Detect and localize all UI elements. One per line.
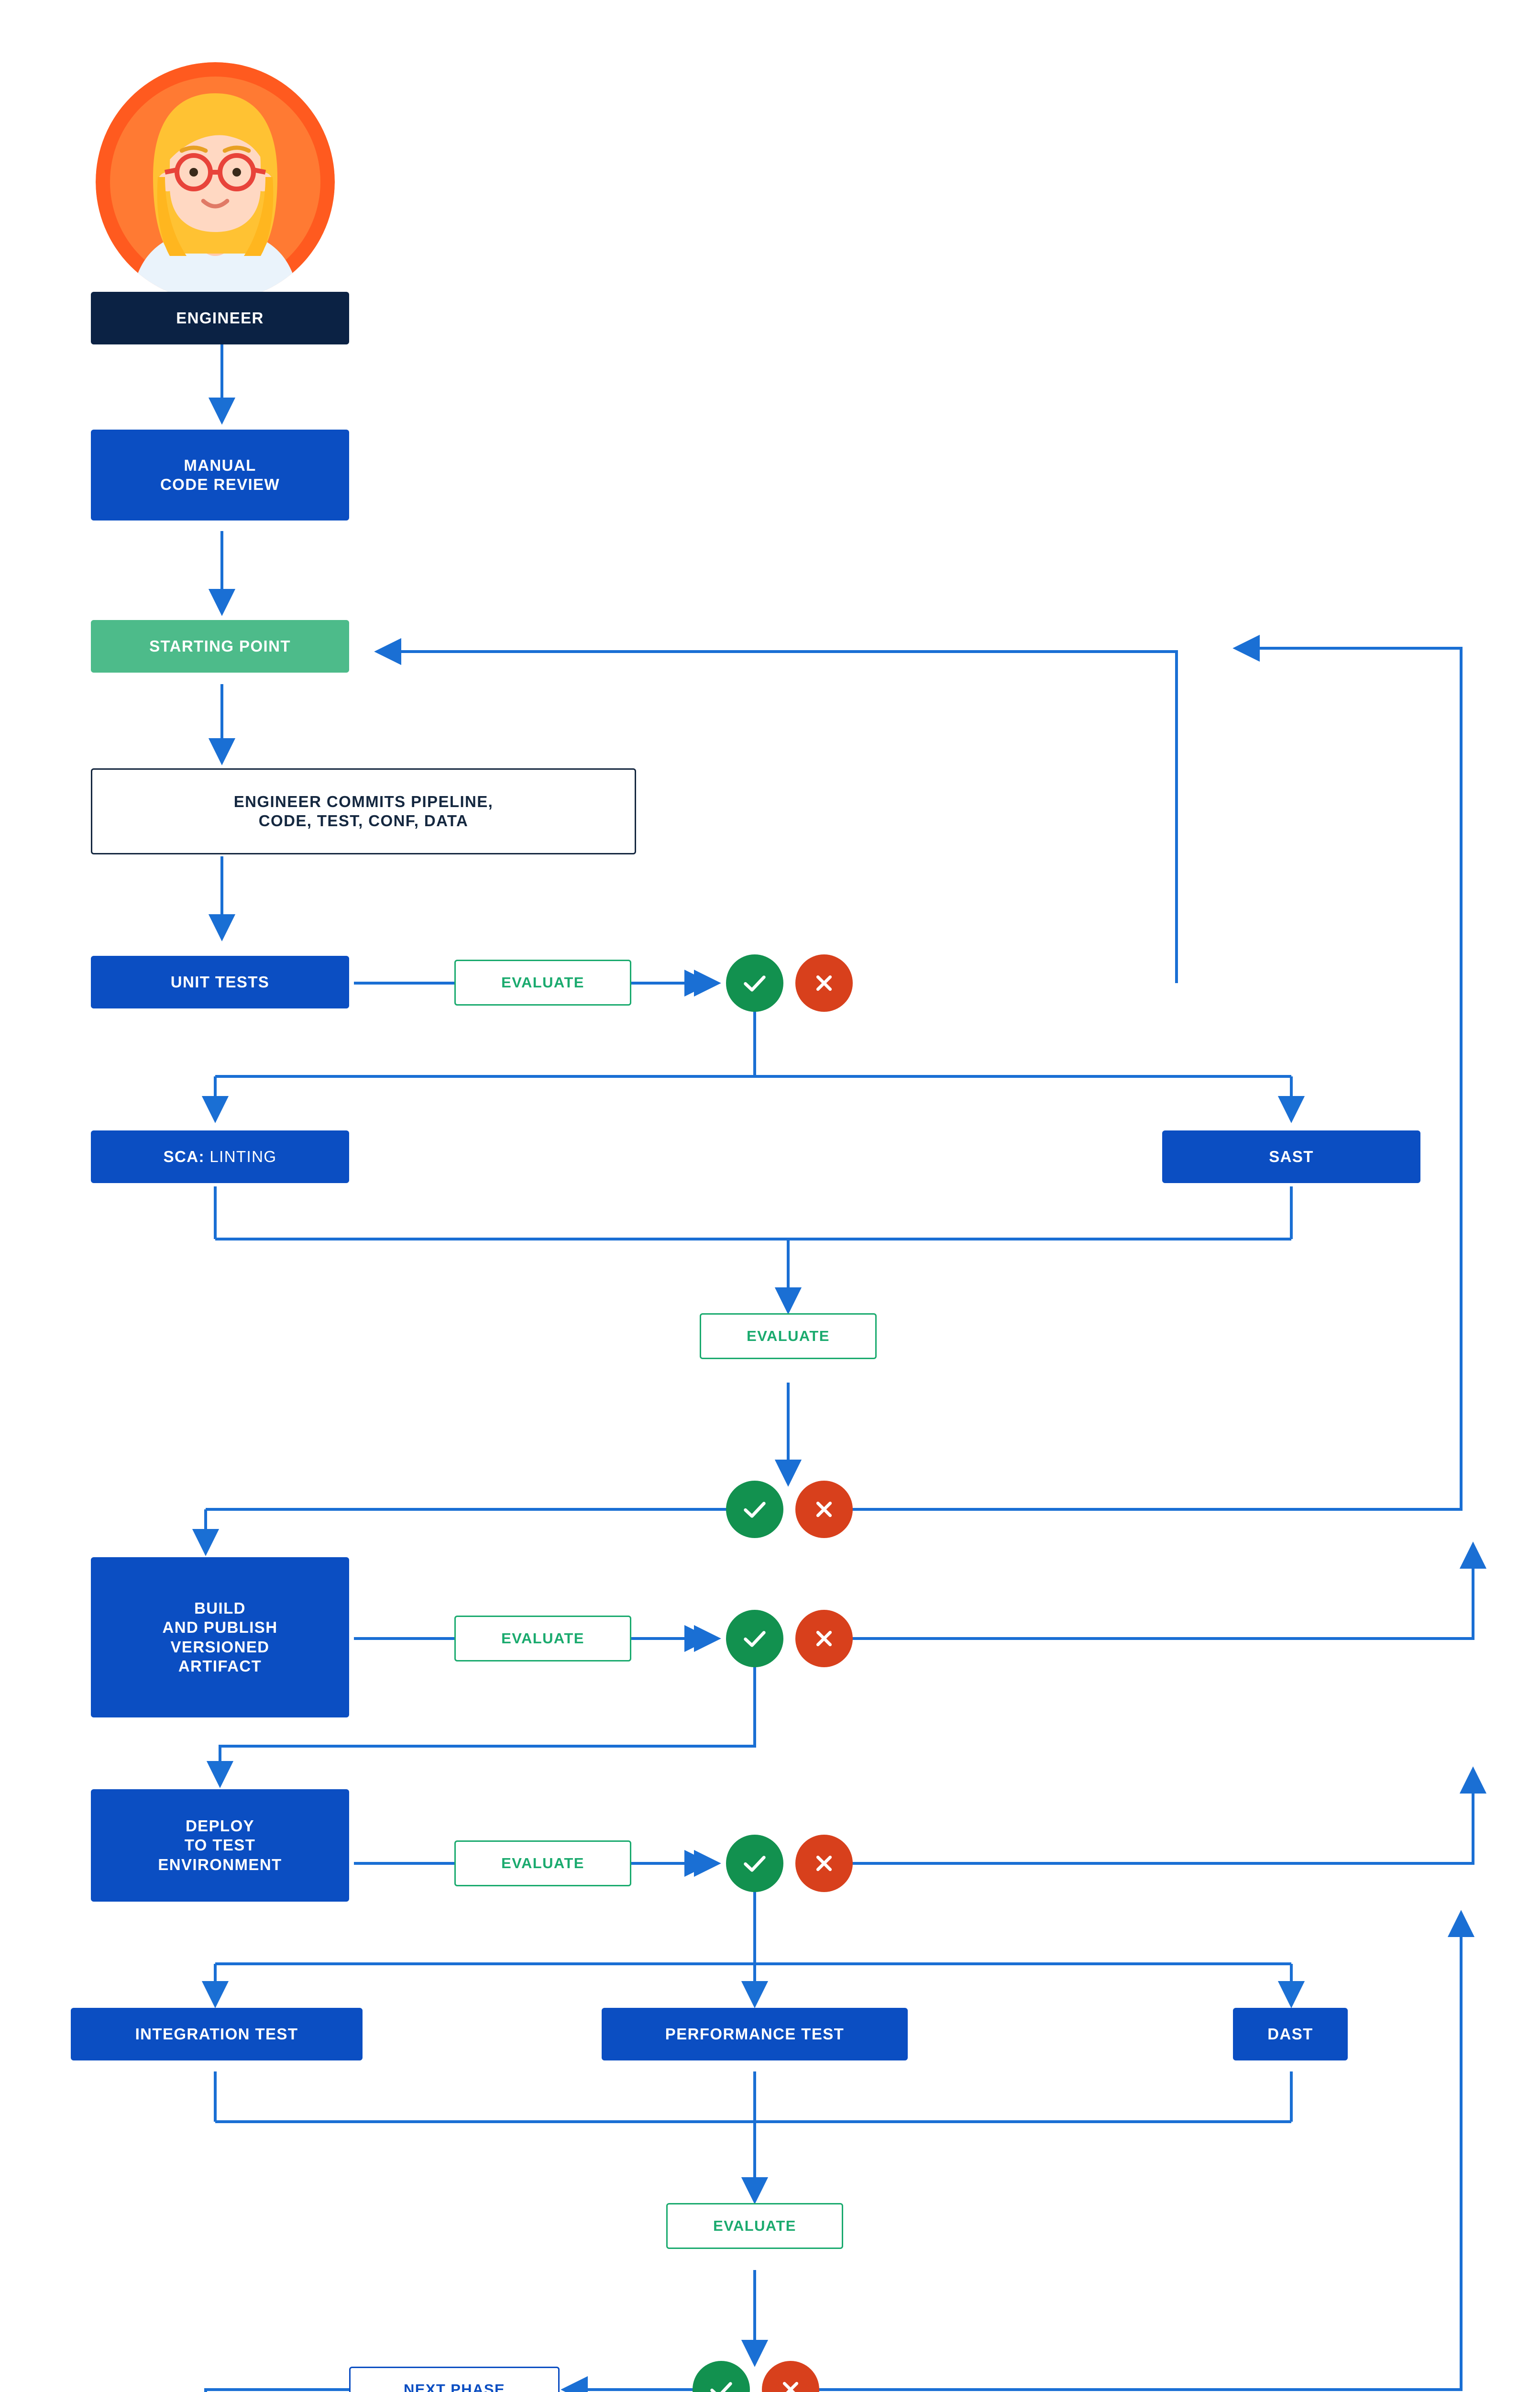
badge-fail-deploy[interactable] <box>795 1835 853 1892</box>
node-integration-test-label: INTEGRATION TEST <box>135 2025 298 2043</box>
cross-icon <box>816 1855 832 1872</box>
badge-pass-static-analysis[interactable] <box>726 1481 783 1538</box>
node-evaluate-4-label: EVALUATE <box>501 1855 584 1872</box>
node-dast-label: DAST <box>1267 2025 1313 2043</box>
node-evaluate-5-label: EVALUATE <box>713 2217 796 2235</box>
node-engineer-commits-line2: CODE, TEST, CONF, DATA <box>258 812 469 830</box>
node-sca-bold: SCA: <box>163 1147 205 1165</box>
node-starting-point-label: STARTING POINT <box>149 637 291 655</box>
node-engineer[interactable]: ENGINEER <box>91 292 349 344</box>
node-build-line1: BUILD <box>194 1599 246 1617</box>
node-starting-point[interactable]: STARTING POINT <box>91 620 349 673</box>
check-icon <box>710 2382 732 2392</box>
node-manual-code-review[interactable]: MANUAL CODE REVIEW <box>91 430 349 520</box>
node-evaluate-3[interactable]: EVALUATE <box>454 1616 631 1661</box>
badge-fail-static-analysis[interactable] <box>795 1481 853 1538</box>
node-build-line4: ARTIFACT <box>178 1657 262 1675</box>
node-deploy-line3: ENVIRONMENT <box>158 1855 282 1873</box>
node-deploy-line2: TO TEST <box>184 1836 256 1854</box>
node-manual-code-review-line1: MANUAL <box>184 456 256 474</box>
check-icon <box>744 1502 766 1518</box>
node-next-phase[interactable]: NEXT PHASE <box>349 2367 560 2392</box>
node-build-line2: AND PUBLISH <box>162 1618 278 1637</box>
node-sca-linting[interactable]: SCA: LINTING <box>91 1130 349 1183</box>
node-performance-test-label: PERFORMANCE TEST <box>665 2025 845 2043</box>
node-build-line3: VERSIONED <box>170 1638 270 1656</box>
node-evaluate-4[interactable]: EVALUATE <box>454 1840 631 1886</box>
node-engineer-label: ENGINEER <box>176 309 264 327</box>
badge-fail-build[interactable] <box>795 1610 853 1667</box>
badge-pass-deploy[interactable] <box>726 1835 783 1892</box>
node-engineer-commits-line1: ENGINEER COMMITS PIPELINE, <box>233 792 494 810</box>
node-evaluate-2[interactable]: EVALUATE <box>700 1313 877 1359</box>
node-sast[interactable]: SAST <box>1162 1130 1420 1183</box>
node-integration-test[interactable]: INTEGRATION TEST <box>71 2008 363 2060</box>
cross-icon <box>816 975 832 991</box>
cross-icon <box>782 2381 799 2392</box>
cross-icon <box>816 1630 832 1647</box>
node-evaluate-1-label: EVALUATE <box>501 974 584 991</box>
node-deploy-test-environment[interactable]: DEPLOY TO TEST ENVIRONMENT <box>91 1789 349 1902</box>
node-evaluate-3-label: EVALUATE <box>501 1630 584 1647</box>
node-performance-test[interactable]: PERFORMANCE TEST <box>602 2008 908 2060</box>
node-next-phase-label: NEXT PHASE <box>403 2381 506 2392</box>
node-evaluate-1[interactable]: EVALUATE <box>454 960 631 1006</box>
avatar <box>96 62 335 301</box>
check-icon <box>744 1631 766 1647</box>
node-evaluate-5[interactable]: EVALUATE <box>666 2203 843 2249</box>
node-engineer-commits[interactable]: ENGINEER COMMITS PIPELINE, CODE, TEST, C… <box>91 768 636 854</box>
badge-pass-build[interactable] <box>726 1610 783 1667</box>
node-unit-tests-label: UNIT TESTS <box>170 973 270 991</box>
node-sca-linting-label: SCA: LINTING <box>164 1147 277 1166</box>
node-manual-code-review-line2: CODE REVIEW <box>160 476 280 493</box>
node-sast-label: SAST <box>1269 1147 1314 1165</box>
node-deploy-line1: DEPLOY <box>185 1817 255 1835</box>
node-unit-tests[interactable]: UNIT TESTS <box>91 956 349 1008</box>
node-dast[interactable]: DAST <box>1233 2008 1348 2060</box>
engineer-avatar-icon <box>96 62 335 301</box>
node-sca-light: LINTING <box>209 1147 277 1165</box>
node-evaluate-2-label: EVALUATE <box>747 1328 830 1345</box>
badge-pass-unit-tests[interactable] <box>726 954 783 1012</box>
check-icon <box>744 1856 766 1872</box>
check-icon <box>744 975 766 992</box>
badge-fail-unit-tests[interactable] <box>795 954 853 1012</box>
cross-icon <box>816 1501 832 1517</box>
node-build-publish-artifact[interactable]: BUILD AND PUBLISH VERSIONED ARTIFACT <box>91 1557 349 1717</box>
